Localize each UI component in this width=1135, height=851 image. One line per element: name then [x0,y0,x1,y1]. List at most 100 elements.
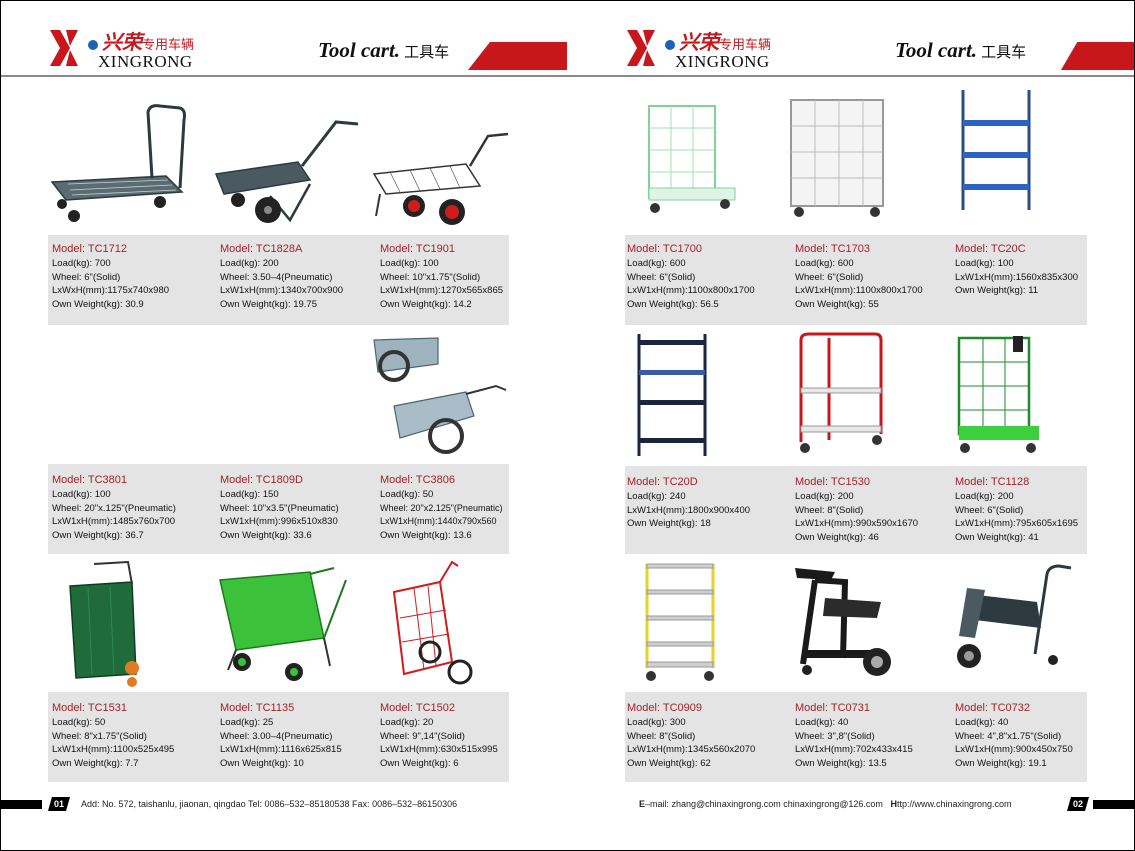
page-number: 01 [48,797,70,811]
footer-bar [0,800,42,809]
gas-cylinder-cart-icon [957,564,1072,668]
header-red-tab [468,42,568,70]
wheel-spec: Wheel: 9",14"(Solid) [380,730,465,742]
dims-spec: LxW1xH(mm):1485x760x700 [52,516,176,527]
product-specs: Model: TC3801 Load(kg): 100 Wheel: 20"x.… [52,473,220,542]
model-label: Model: TC20C [955,243,1026,255]
load-spec: Load(kg): 700 [52,258,111,269]
product-specs: Model: TC1502 Load(kg): 20 Wheel: 9",14"… [380,701,510,770]
wheel-spec: Wheel: 8"(Solid) [795,504,864,516]
dims-spec: LxW1xH(mm):1345x560x2070 [627,744,756,755]
xingrong-logo-icon [50,30,78,66]
product-image [210,558,370,688]
weight-spec: Own Weight(kg): 13.6 [380,529,472,541]
wheel-spec: Wheel: 8"(Solid) [627,730,696,742]
red-shopping-trolley-icon [392,560,473,685]
footer-email: –mail: zhang@chinaxingrong.com chinaxing… [645,799,883,809]
model-label: Model: TC1901 [380,243,456,255]
product-specs: Model: TC1530 Load(kg): 200 Wheel: 8"(So… [795,475,963,544]
dims-spec: LxW1xH(mm):1100x800x1700 [627,285,755,296]
product-specs: Model: TC0909 Load(kg): 300 Wheel: 8"(So… [627,701,795,770]
brand-cn: 兴荣专用车辆 [102,30,195,54]
weight-spec: Own Weight(kg): 41 [955,531,1039,543]
load-spec: Load(kg): 600 [795,258,854,269]
weight-spec: Own Weight(kg): 33.6 [220,529,312,541]
weight-spec: Own Weight(kg): 56.5 [627,298,719,310]
dims-spec: LxW1xH(mm):630x515x995 [380,744,498,755]
product-image [785,94,945,224]
red-shelf-trolley-icon [799,332,883,453]
product-specs: Model: TC1828A Load(kg): 200 Wheel: 3.50… [220,242,388,311]
brand-logo: 兴荣专用车辆 XINGRONG [625,20,805,72]
wheel-spec: Wheel: 6"(Solid) [955,504,1024,516]
product-specs: Model: TC1712 Load(kg): 700 Wheel: 6"(So… [52,242,220,311]
weight-spec: Own Weight(kg): 46 [795,531,879,543]
dims-spec: LxW1xH(mm):1100x800x1700 [795,285,923,296]
dims-spec: LxW1xH(mm):1100x525x495 [52,744,175,755]
model-label: Model: TC1712 [52,243,128,255]
header-rule [0,75,567,77]
model-label: Model: TC1531 [52,702,128,714]
product-image [48,100,208,230]
platform-cart-icon [50,104,186,222]
wheel-spec: Wheel: 20"x2.125"(Pneumatic) [380,502,503,513]
wheel-spec: Wheel: 3.00–4(Pneumatic) [220,730,333,742]
dims-spec: LxW1xH(mm):1560x835x300 [955,271,1079,283]
wheel-spec: Wheel: 4",8"x1.75"(Solid) [955,730,1062,742]
product-image [370,330,530,460]
weight-spec: Own Weight(kg): 62 [627,757,711,769]
footer-bar [1093,800,1135,809]
weight-spec: Own Weight(kg): 6 [380,757,459,769]
model-label: Model: TC1530 [795,476,871,488]
weight-spec: Own Weight(kg): 14.2 [380,298,472,310]
product-specs: Model: TC0732 Load(kg): 40 Wheel: 4",8"x… [955,701,1085,770]
wheel-spec: Wheel: 6"(Solid) [627,271,696,283]
load-spec: Load(kg): 200 [795,491,854,502]
yellow-shelf-trolley-icon [645,563,715,681]
green-cage-trolley-icon [648,105,736,213]
black-shelf-rack-icon [637,334,707,456]
specs-band [48,464,509,554]
load-spec: Load(kg): 240 [627,491,686,502]
product-specs: Model: TC3806 Load(kg): 50 Wheel: 20"x2.… [380,473,510,542]
page-number: 02 [1067,797,1089,811]
product-image [785,558,945,688]
weight-spec: Own Weight(kg): 10 [220,757,304,769]
brand-en: XINGRONG [675,52,770,71]
product-specs: Model: TC1531 Load(kg): 50 Wheel: 8"x1.7… [52,701,220,770]
product-specs: Model: TC1703 Load(kg): 600 Wheel: 6"(So… [795,242,963,311]
load-spec: Load(kg): 150 [220,489,279,500]
dims-spec: LxW1xH(mm):1116x625x815 [220,744,342,755]
weight-spec: Own Weight(kg): 19.1 [955,757,1047,769]
header-rule [567,75,1135,77]
model-label: Model: TC0732 [955,702,1031,714]
load-spec: Load(kg): 100 [380,258,439,269]
wheel-spec: Wheel: 20"x.125"(Pneumatic) [52,502,176,514]
dims-spec: LxW1xH(mm):1340x700x900 [220,285,344,296]
dims-spec: LxW1xH(mm):702x433x415 [795,744,913,755]
product-image [625,330,785,460]
product-specs: Model: TC1700 Load(kg): 600 Wheel: 6"(So… [627,242,795,311]
specs-band [48,235,509,325]
model-label: Model: TC3806 [380,474,456,486]
specs-band [625,692,1087,782]
model-label: Model: TC1128 [955,476,1030,488]
product-image [785,330,945,460]
green-roll-container-icon [957,336,1039,453]
footer-contact: E–mail: zhang@chinaxingrong.com chinaxin… [639,797,1012,811]
product-image [945,558,1105,688]
weight-spec: Own Weight(kg): 7.7 [52,757,139,769]
page-title: Tool cart.工具车 [895,38,1027,62]
product-image [625,558,785,688]
product-image [945,330,1105,460]
model-label: Model: TC1135 [220,702,295,714]
model-label: Model: TC20D [627,476,698,488]
wheel-spec: Wheel: 10"x3.5"(Pneumatic) [220,502,339,514]
logo-dot [88,40,98,50]
green-box-cart-icon [219,567,347,681]
dims-spec: LxW1xH(mm):990x590x1670 [795,518,919,529]
product-image [625,94,785,224]
wheel-spec: Wheel: 10"x1.75"(Solid) [380,271,481,283]
load-spec: Load(kg): 40 [955,717,1009,728]
brand-logo: 兴荣专用车辆 XINGRONG [48,20,228,72]
